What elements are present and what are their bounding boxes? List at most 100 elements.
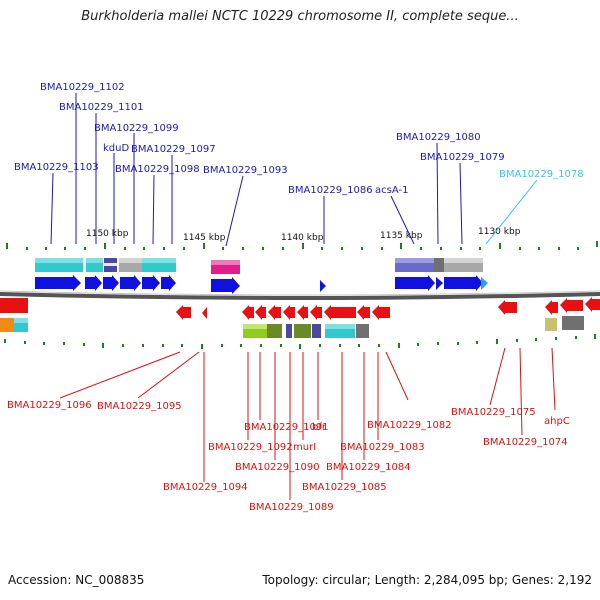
forward-strand-genes [35, 275, 483, 294]
scale-label: 1140 kbp [281, 233, 324, 243]
gene-label[interactable]: BMA10229_1086 [288, 185, 373, 196]
gene-label[interactable]: BMA10229_1079 [420, 152, 505, 163]
feature-block[interactable] [286, 324, 292, 338]
gene-arrow-reverse[interactable] [202, 307, 207, 319]
gene-arrow-reverse[interactable] [498, 300, 517, 315]
gene-label[interactable]: BMA10229_1083 [340, 442, 425, 453]
feature-block[interactable] [312, 324, 321, 338]
scale-label: 1145 kbp [183, 233, 226, 243]
scale-label: 1135 kbp [380, 231, 423, 241]
feature-block[interactable] [434, 258, 444, 272]
gene-arrow-forward[interactable] [320, 280, 326, 292]
chromosome-backbone [0, 292, 600, 300]
gene-label[interactable]: kduD [103, 143, 129, 154]
scale-label: 1130 kbp [478, 227, 521, 237]
gene-arrow-reverse[interactable] [310, 305, 322, 320]
gene-arrow-reverse[interactable] [545, 300, 558, 315]
gene-arrow-forward[interactable] [444, 275, 483, 291]
bottom-gene-labels: BMA10229_1096 BMA10229_1095 BMA10229_109… [7, 400, 570, 513]
gene-label[interactable]: ahpC [544, 416, 570, 427]
gene-arrow-reverse[interactable] [176, 305, 191, 320]
gene-label[interactable]: BMA10229_1089 [249, 502, 334, 513]
chromosome-backbone-highlight [0, 290, 600, 296]
gene-label[interactable]: BMA10229_1093 [203, 165, 288, 176]
gene-label[interactable]: BMA10229_1096 [7, 400, 92, 411]
feature-block[interactable] [0, 318, 14, 332]
gene-label[interactable]: BMA10229_1098 [115, 164, 200, 175]
gene-label[interactable]: BMA10229_1091 [244, 422, 329, 433]
feature-block[interactable] [356, 324, 369, 338]
gene-label[interactable]: BMA10229_1094 [163, 482, 248, 493]
gene-label[interactable]: BMA10229_1084 [326, 462, 411, 473]
accession-text: Accession: NC_008835 [8, 573, 145, 587]
gene-arrow-forward[interactable] [85, 275, 102, 291]
gene-arrow-reverse[interactable] [324, 305, 356, 320]
feature-block[interactable] [444, 258, 483, 263]
gene-arrow-forward[interactable] [142, 275, 160, 291]
feature-block[interactable] [35, 258, 83, 263]
gene-label[interactable]: BMA10229_1090 [235, 462, 320, 473]
gene-arrow-reverse[interactable] [255, 305, 266, 320]
gene-label[interactable]: acsA-1 [375, 185, 408, 196]
gene-arrow-reverse[interactable] [585, 297, 600, 312]
gene-label[interactable]: BMA10229_1092 [208, 442, 293, 453]
top-tick-row [6, 241, 598, 250]
top-gene-labels: BMA10229_1102 BMA10229_1101 BMA10229_109… [14, 82, 584, 196]
gene-label[interactable]: murI [293, 442, 316, 453]
gene-arrow-forward[interactable] [436, 277, 443, 290]
top-feature-blocks [35, 258, 483, 274]
feature-block[interactable] [562, 316, 584, 330]
gene-arrow-reverse[interactable] [283, 305, 295, 320]
gene-label[interactable]: BMA10229_1078 [499, 169, 584, 180]
gene-label[interactable]: BMA10229_1095 [97, 401, 182, 412]
gene-label[interactable]: BMA10229_1097 [131, 144, 216, 155]
top-leader-lines [50, 93, 463, 247]
gene-label[interactable]: BMA10229_1085 [302, 482, 387, 493]
feature-block[interactable] [14, 318, 28, 323]
feature-block[interactable] [104, 263, 117, 266]
bottom-feature-blocks [0, 316, 584, 338]
gene-arrow-reverse[interactable] [357, 305, 370, 320]
gene-arrow-reverse[interactable] [242, 305, 254, 320]
gene-label[interactable]: BMA10229_1102 [40, 82, 125, 93]
gene-arrow-reverse[interactable] [560, 298, 583, 313]
gene-label[interactable]: BMA10229_1082 [367, 420, 452, 431]
feature-block[interactable] [86, 258, 103, 263]
gene-label[interactable]: BMA10229_1101 [59, 102, 144, 113]
gene-arrow-forward-light[interactable] [481, 277, 488, 290]
gene-arrow-reverse[interactable] [372, 305, 390, 320]
gene-label[interactable]: bfr [312, 422, 327, 433]
gene-arrow-reverse[interactable] [268, 305, 281, 320]
feature-block[interactable] [142, 258, 176, 263]
gene-label[interactable]: BMA10229_1074 [483, 437, 568, 448]
feature-block[interactable] [211, 260, 240, 265]
leader-line-light [485, 179, 538, 245]
gene-label[interactable]: BMA10229_1099 [94, 123, 179, 134]
gene-arrow-reverse[interactable] [297, 305, 308, 320]
bottom-tick-row [4, 334, 596, 349]
gene-arrow-forward[interactable] [161, 275, 176, 291]
feature-block[interactable] [243, 324, 267, 329]
genome-summary-text: Topology: circular; Length: 2,284,095 bp… [262, 573, 592, 587]
feature-block[interactable] [545, 318, 557, 331]
bottom-leader-lines [59, 347, 556, 500]
scale-label: 1150 kbp [86, 229, 129, 239]
gene-label[interactable]: BMA10229_1103 [14, 162, 99, 173]
gene-arrow-forward[interactable] [211, 277, 240, 294]
feature-block[interactable] [325, 324, 355, 329]
gene-arrow-forward[interactable] [35, 275, 81, 291]
feature-block[interactable] [395, 258, 434, 263]
gene-arrow-forward[interactable] [120, 275, 141, 291]
reverse-strand-genes [0, 297, 600, 320]
gene-arrow-reverse[interactable] [0, 298, 28, 313]
feature-block[interactable] [119, 258, 142, 263]
gene-arrow-forward[interactable] [395, 275, 435, 291]
feature-block[interactable] [267, 324, 282, 338]
gene-arrow-forward[interactable] [103, 275, 119, 291]
feature-block[interactable] [294, 324, 311, 338]
gene-label[interactable]: BMA10229_1075 [451, 407, 536, 418]
map-title: Burkholderia mallei NCTC 10229 chromosom… [81, 9, 519, 24]
gene-label[interactable]: BMA10229_1080 [396, 132, 481, 143]
